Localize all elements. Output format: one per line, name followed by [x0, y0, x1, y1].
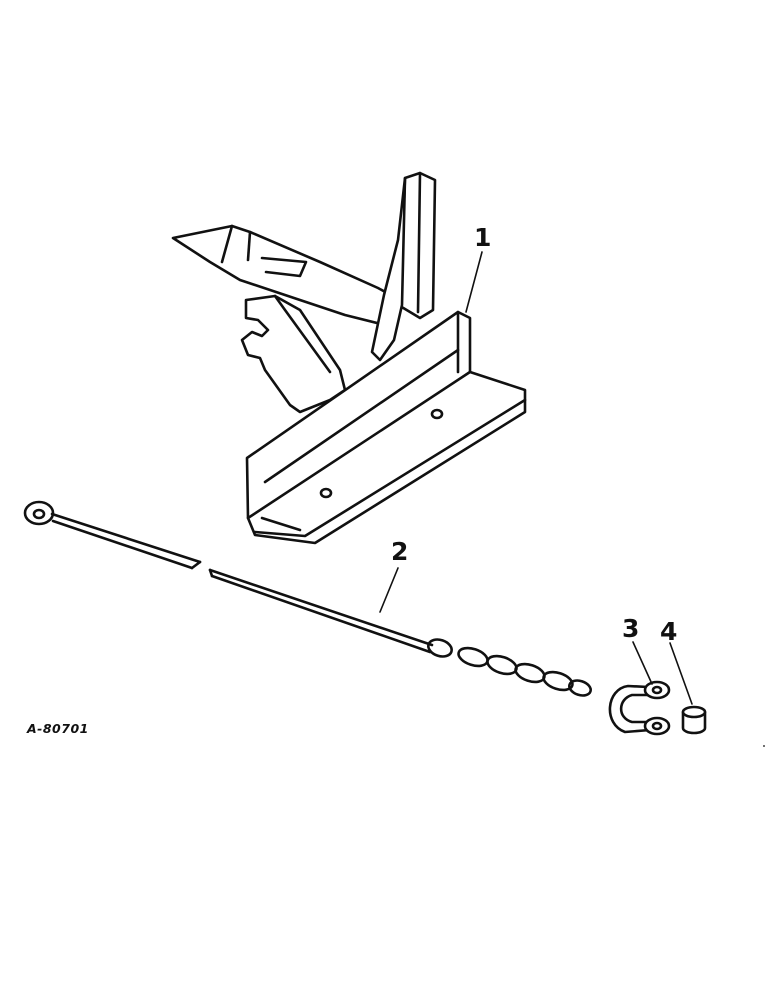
- rod-with-chain-part: [23, 500, 592, 697]
- bracket-part: [171, 171, 527, 545]
- leader-line-2: [379, 567, 399, 613]
- callout-2: 2: [391, 537, 408, 566]
- callout-4: 4: [660, 617, 677, 646]
- clevis-part: [608, 680, 671, 736]
- figure-id-label: A-80701: [26, 721, 89, 736]
- leader-line-3: [632, 641, 653, 685]
- callout-3: 3: [622, 614, 639, 643]
- spacer-part: [681, 705, 707, 735]
- scan-speck: [763, 745, 765, 747]
- callout-1: 1: [474, 223, 491, 252]
- leader-line-1: [465, 251, 483, 313]
- leader-line-4: [669, 642, 693, 705]
